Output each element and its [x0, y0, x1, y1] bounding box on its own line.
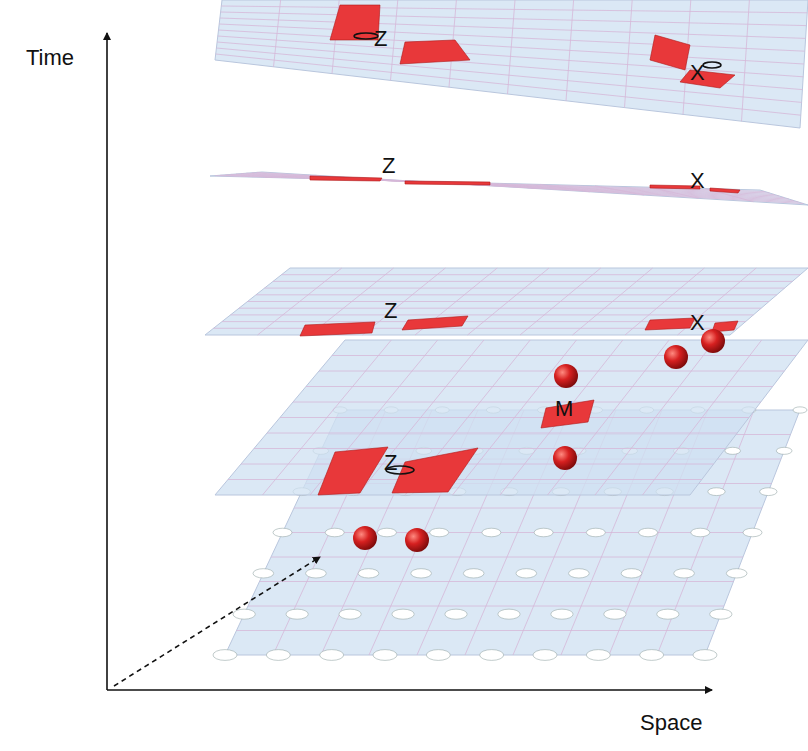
code-layer: [215, 340, 808, 495]
qubit: [710, 609, 732, 619]
qubit: [725, 447, 741, 454]
qubit: [569, 569, 590, 578]
qubit: [273, 528, 292, 537]
grid-line: [332, 355, 796, 356]
layer-plane: [215, 340, 808, 495]
qubit: [726, 569, 747, 578]
grid-line: [293, 402, 761, 403]
qubit: [411, 569, 432, 578]
qubit: [339, 609, 361, 619]
qubit: [426, 650, 450, 661]
qubit: [373, 650, 397, 661]
qubit: [516, 569, 537, 578]
code-layer: [205, 268, 808, 335]
qubit: [639, 528, 658, 537]
grid-line: [265, 288, 785, 289]
grid-line: [508, 0, 516, 94]
qubit: [793, 407, 807, 413]
qubit: [286, 609, 308, 619]
axis-label: Time: [26, 47, 74, 69]
grid-line: [273, 281, 792, 282]
grid-line: [256, 294, 777, 295]
grid-line: [548, 340, 670, 495]
qubit: [586, 650, 610, 661]
grid-line: [221, 6, 807, 13]
qubit: [760, 488, 777, 496]
layer-plane: [215, 0, 808, 128]
grid-line: [643, 340, 762, 495]
qubit: [392, 609, 414, 619]
operator-label: Z: [374, 28, 387, 50]
qubit: [463, 569, 484, 578]
axis-label: Space: [640, 712, 702, 734]
qubit: [320, 650, 344, 661]
layer-plane: [205, 268, 808, 335]
grid-line: [573, 268, 653, 335]
grid-line: [742, 0, 750, 121]
grid-line: [625, 268, 704, 335]
qubit: [306, 569, 327, 578]
operator-label: Z: [384, 300, 397, 322]
layer-plane: [210, 172, 808, 205]
grid-line: [500, 340, 623, 495]
grid-line: [319, 371, 784, 372]
qubit: [657, 609, 679, 619]
operator-label: X: [690, 312, 705, 334]
grid-line: [453, 340, 577, 495]
qubit: [213, 650, 237, 661]
qubit: [430, 528, 449, 537]
grid-line: [282, 274, 801, 275]
qubit: [358, 569, 379, 578]
qubit: [534, 528, 553, 537]
qubit: [445, 609, 467, 619]
grid-line: [294, 508, 762, 509]
operator-label: Z: [384, 452, 397, 474]
qubit: [233, 609, 255, 619]
qubit: [586, 528, 605, 537]
operator-label: Z: [382, 155, 395, 177]
grid-line: [306, 386, 773, 387]
code-layer: [215, 0, 808, 128]
qubit: [498, 609, 520, 619]
grid-line: [257, 172, 803, 203]
grid-line: [520, 268, 601, 335]
grid-line: [468, 268, 550, 335]
grid-line: [220, 18, 806, 38]
qubit: [551, 609, 573, 619]
qubit: [480, 650, 504, 661]
grid-line: [566, 0, 574, 101]
qubit: [253, 569, 274, 578]
grid-line: [705, 189, 753, 202]
operator-label: X: [690, 170, 705, 192]
grid-line: [221, 12, 807, 26]
qubit: [640, 650, 664, 661]
operator-label: X: [690, 62, 705, 84]
qubit: [621, 569, 642, 578]
qubit: [604, 609, 626, 619]
qubit: [674, 569, 695, 578]
qubit: [776, 447, 792, 454]
grid-line: [625, 0, 633, 108]
qubit: [691, 528, 710, 537]
qubit: [743, 528, 762, 537]
qubit: [266, 650, 290, 661]
qubit: [693, 650, 717, 661]
qubit: [708, 488, 725, 496]
operator-label: M: [555, 398, 573, 420]
grid-line: [595, 340, 715, 495]
code-layer: [210, 172, 808, 205]
qubit: [482, 528, 501, 537]
qubit: [325, 528, 344, 537]
qubit: [377, 528, 396, 537]
qubit: [533, 650, 557, 661]
